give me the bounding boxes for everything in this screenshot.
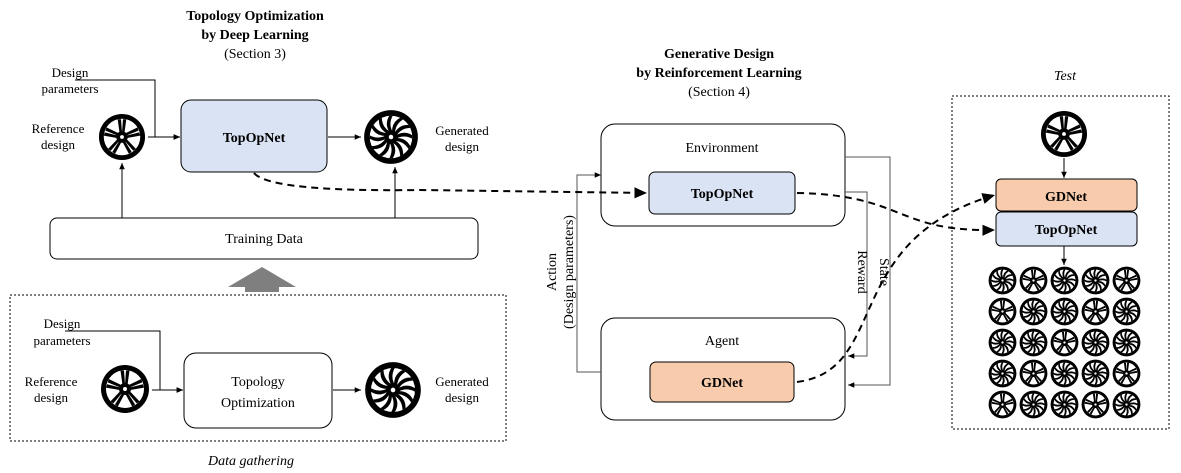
generative-title-line1: Generative Design	[664, 47, 774, 62]
wheel-swirl-icon	[1081, 328, 1110, 357]
reference-label-line2: design	[41, 137, 75, 152]
generated-label-line1: Generated	[435, 123, 489, 138]
topopnet-transfer-arrow	[253, 172, 648, 199]
test-caption: Test	[1054, 69, 1077, 84]
wheel-swirl-icon	[1019, 328, 1048, 357]
test-gdnet-label: GDNet	[1045, 190, 1087, 205]
dg-design-params-line2: parameters	[33, 333, 90, 348]
agent-label: Agent	[705, 334, 739, 349]
test-frame	[951, 95, 1170, 430]
topopnet-label: TopOpNet	[223, 131, 286, 146]
environment-label: Environment	[685, 141, 758, 156]
dg-generated-line2: design	[445, 390, 479, 405]
wheel-spoke-icon	[98, 113, 146, 161]
wheel-swirl-icon	[1112, 328, 1141, 357]
generative-title-line2: by Reinforcement Learning	[636, 66, 801, 81]
wheel-swirl-icon	[1081, 359, 1110, 388]
dg-reference-line1: Reference	[25, 374, 78, 389]
topology-section: (Section 3)	[224, 47, 286, 62]
action-label-line2: (Design parameters)	[562, 215, 577, 329]
wheel-spoke-icon	[1040, 110, 1088, 158]
wheel-swirl-icon	[1019, 359, 1048, 388]
wheel-swirl-icon	[1019, 297, 1048, 326]
wheel-swirl-icon	[1050, 390, 1079, 419]
topology-title-line2: by Deep Learning	[201, 28, 308, 43]
wheel-swirl-icon	[364, 110, 418, 164]
action-label-line1: Action	[545, 253, 560, 291]
wheel-swirl-icon	[988, 297, 1017, 326]
state-label: State	[876, 258, 891, 286]
wheel-swirl-icon	[988, 359, 1017, 388]
test-topopnet-label: TopOpNet	[1035, 223, 1098, 238]
wheel-swirl-icon	[1081, 266, 1110, 295]
generative-section: (Section 4)	[688, 85, 750, 100]
wheel-swirl-icon	[1081, 297, 1110, 326]
wheel-swirl-icon	[988, 266, 1017, 295]
training-data-box	[49, 217, 479, 260]
wheel-swirl-icon	[1112, 359, 1141, 388]
wheel-swirl-icon	[1112, 297, 1141, 326]
wheel-swirl-icon	[1050, 297, 1079, 326]
data-gathering-frame	[9, 294, 507, 442]
wheel-swirl-icon	[988, 390, 1017, 419]
wheel-swirl-icon	[1081, 390, 1110, 419]
generated-wheel-grid	[988, 266, 1141, 419]
wheel-swirl-icon	[1019, 266, 1048, 295]
env-topopnet-box	[648, 171, 796, 215]
wheel-swirl-icon	[1050, 266, 1079, 295]
agent-gdnet-label: GDNet	[701, 376, 743, 391]
topology-optimization-line2: Optimization	[221, 396, 295, 411]
wheel-swirl-icon	[365, 362, 421, 418]
topology-title-line1: Topology Optimization	[186, 9, 324, 24]
wheel-swirl-icon	[1050, 328, 1079, 357]
wheel-swirl-icon	[1112, 266, 1141, 295]
wheel-swirl-icon	[1112, 390, 1141, 419]
dg-design-params-line1: Design	[44, 316, 81, 331]
test-topopnet-box	[995, 211, 1138, 247]
env-topopnet-label: TopOpNet	[691, 187, 754, 202]
agent-to-test-gdnet-arrow	[796, 193, 996, 383]
reward-label: Reward	[854, 250, 869, 294]
test-gdnet-box	[995, 178, 1138, 212]
wheel-spoke-icon	[101, 365, 149, 413]
design-params-label-line2: parameters	[41, 81, 98, 96]
generated-label-line2: design	[445, 139, 479, 154]
data-gathering-caption: Data gathering	[207, 454, 294, 469]
dg-generated-line1: Generated	[435, 374, 489, 389]
agent-gdnet-box	[649, 361, 795, 403]
wheel-swirl-icon	[988, 328, 1017, 357]
reference-label-line1: Reference	[32, 121, 85, 136]
env-to-test-topopnet-arrow	[796, 192, 996, 236]
wheel-swirl-icon	[1019, 390, 1048, 419]
topopnet-box	[180, 99, 328, 173]
topology-optimization-box	[183, 352, 333, 429]
reward-arrow	[845, 191, 868, 359]
action-arrow	[576, 172, 601, 373]
dg-reference-line2: design	[34, 390, 68, 405]
gray-up-arrow	[228, 267, 296, 292]
wheel-swirl-icon	[1050, 359, 1079, 388]
state-arrow	[845, 156, 891, 388]
topology-optimization-line1: Topology	[231, 375, 284, 390]
design-params-label-line1: Design	[52, 65, 89, 80]
training-data-label: Training Data	[225, 232, 303, 247]
